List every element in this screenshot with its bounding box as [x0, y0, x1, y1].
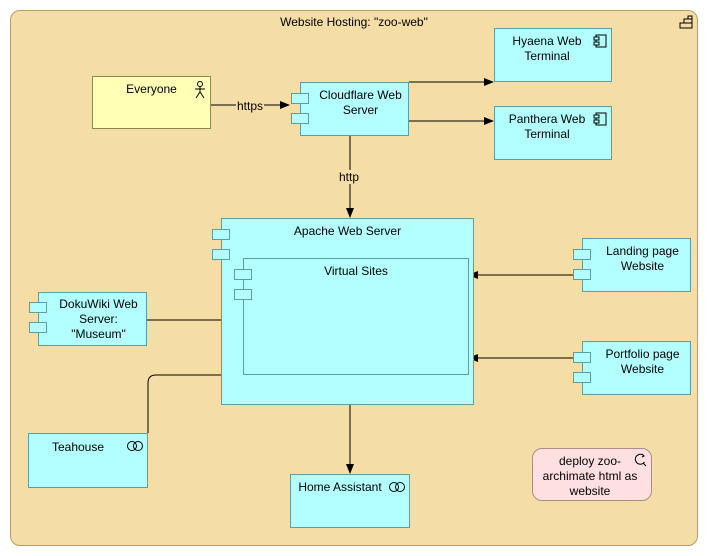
component-tab [291, 113, 309, 124]
node-everyone-label: Everyone [126, 82, 177, 96]
node-teahouse[interactable]: Teahouse [28, 433, 148, 488]
node-deploy[interactable]: deploy zoo-archimate html as website [532, 448, 652, 501]
node-everyone[interactable]: Everyone [92, 76, 211, 129]
goal-icon [634, 453, 647, 467]
grouping-icon [679, 15, 693, 29]
edge-teahouse-virtual-sites [147, 371, 235, 433]
component-icon [593, 34, 607, 48]
node-landing-label: Landing page Website [606, 244, 679, 273]
component-tab [573, 352, 591, 363]
edge-label-https: https [236, 99, 265, 113]
node-dokuwiki-label: DokuWiki Web Server: "Museum" [59, 297, 138, 341]
node-hyaena[interactable]: Hyaena Web Terminal [494, 28, 612, 82]
node-cloudflare[interactable]: Cloudflare Web Server [300, 82, 409, 136]
component-tab [212, 249, 230, 260]
service-icon [127, 441, 143, 451]
component-tab [234, 269, 252, 280]
service-icon [389, 482, 405, 492]
node-home-assistant-label: Home Assistant [298, 480, 382, 494]
node-virtual-sites[interactable]: Virtual Sites [243, 258, 469, 375]
node-portfolio[interactable]: Portfolio page Website [582, 341, 691, 395]
group-title: Website Hosting: "zoo-web" [280, 15, 428, 29]
component-tab [234, 289, 252, 300]
component-tab [212, 229, 230, 240]
edge-label-http: http [338, 170, 361, 184]
actor-icon [195, 81, 205, 99]
node-landing[interactable]: Landing page Website [582, 238, 691, 292]
component-tab [291, 93, 309, 104]
node-apache-label: Apache Web Server [293, 224, 402, 238]
component-tab [573, 372, 591, 383]
node-panthera[interactable]: Panthera Web Terminal [494, 106, 612, 160]
component-icon [593, 112, 607, 126]
node-cloudflare-label: Cloudflare Web Server [319, 88, 402, 117]
component-tab [573, 269, 591, 280]
node-virtual-sites-label: Virtual Sites [324, 264, 388, 278]
node-hyaena-label: Hyaena Web Terminal [512, 34, 582, 63]
component-tab [573, 249, 591, 260]
node-home-assistant[interactable]: Home Assistant [290, 474, 410, 528]
node-dokuwiki[interactable]: DokuWiki Web Server: "Museum" [38, 292, 147, 346]
node-teahouse-label: Teahouse [51, 440, 105, 454]
component-tab [29, 322, 47, 333]
node-deploy-label: deploy zoo-archimate html as website [542, 454, 638, 498]
node-panthera-label: Panthera Web Terminal [508, 112, 586, 141]
node-portfolio-label: Portfolio page Website [605, 347, 680, 376]
component-tab [29, 302, 47, 313]
